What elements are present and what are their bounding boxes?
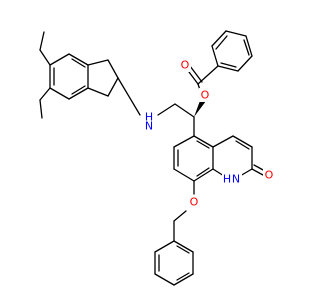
molecule-structure: H N O O H N O O	[39, 30, 275, 286]
benzyloxy-oxygen-label: O	[187, 195, 201, 209]
lactam-n-text: N	[232, 173, 240, 186]
diethyl-indane-group	[39, 31, 141, 119]
carbonyl-oxygen-label: O	[179, 58, 191, 72]
wedge-bond	[194, 98, 206, 117]
carbonyl-o-text: O	[181, 59, 190, 72]
ester-oxygen-label: O	[199, 88, 211, 102]
lactam-nh-label: H N	[222, 172, 242, 186]
lactam-oxygen-label: O	[263, 168, 275, 182]
benzyloxy-group	[154, 210, 194, 286]
amine-h-text: H	[145, 111, 153, 124]
lactam-o-text: O	[265, 169, 274, 182]
benzoate-group	[185, 30, 253, 117]
amine-nh-label: H N	[142, 111, 156, 133]
amine-n-text: N	[145, 120, 153, 133]
molecule-canvas: H N O O H N O O	[39, 30, 275, 286]
ester-o-text: O	[201, 89, 210, 102]
ethylamine-linker	[157, 103, 195, 118]
quinolinone-core	[173, 116, 266, 195]
lactam-h-text: H	[223, 173, 231, 186]
benzyloxy-o-text: O	[190, 196, 199, 209]
